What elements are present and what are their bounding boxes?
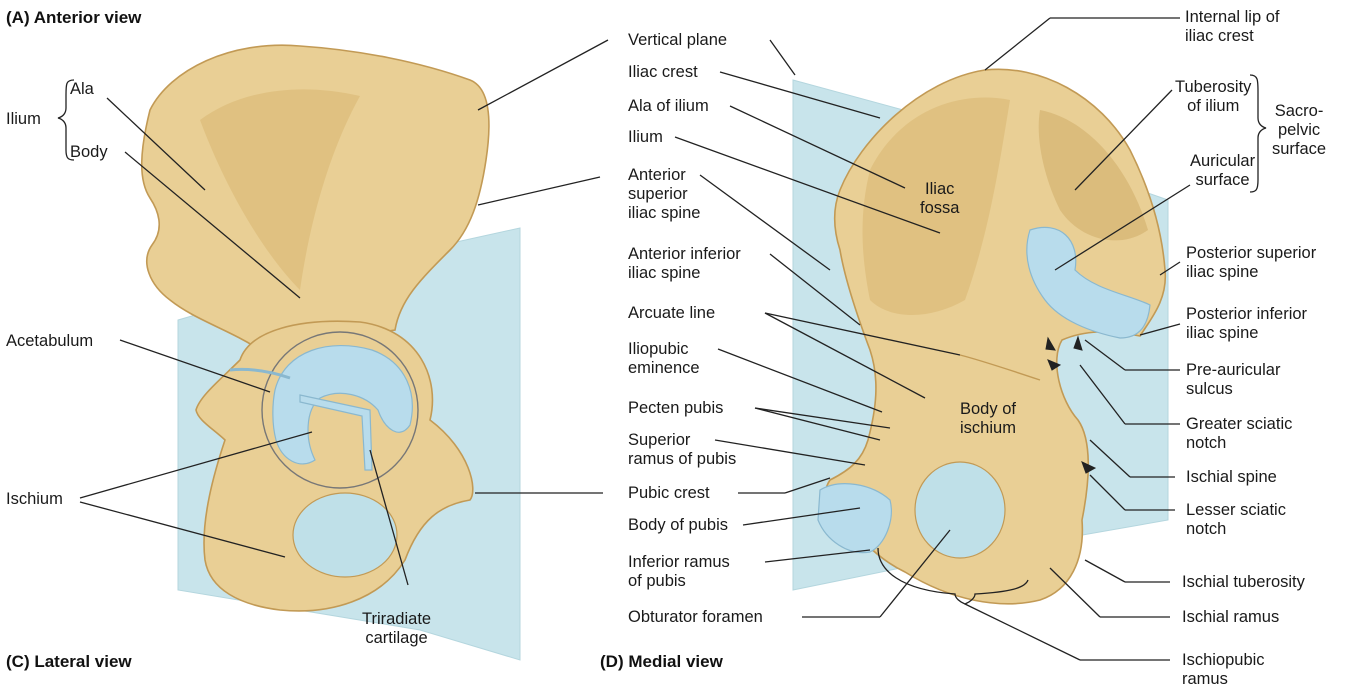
- label-ischial-spine: Ischial spine: [1186, 468, 1277, 487]
- label-triradiate-cartilage: Triradiate cartilage: [362, 610, 431, 648]
- title-medial-view: (D) Medial view: [600, 652, 723, 672]
- label-tuberosity-of-ilium: Tuberosity of ilium: [1175, 78, 1251, 116]
- label-obturator-foramen: Obturator foramen: [628, 608, 763, 627]
- label-internal-lip-of-iliac-crest: Internal lip of iliac crest: [1185, 8, 1279, 46]
- label-auricular-surface: Auricular surface: [1190, 152, 1255, 190]
- label-ischium: Ischium: [6, 490, 63, 509]
- label-sacropelvic-surface: Sacro- pelvic surface: [1272, 102, 1326, 159]
- title-anterior-view: (A) Anterior view: [6, 8, 141, 28]
- label-iliac-fossa: Iliac fossa: [920, 180, 959, 218]
- label-pecten-pubis: Pecten pubis: [628, 399, 723, 418]
- label-anterior-inferior-iliac-spine: Anterior inferior iliac spine: [628, 245, 741, 283]
- label-acetabulum: Acetabulum: [6, 332, 93, 351]
- label-ilium-medial: Ilium: [628, 128, 663, 147]
- label-inferior-ramus-of-pubis: Inferior ramus of pubis: [628, 553, 730, 591]
- label-greater-sciatic-notch: Greater sciatic notch: [1186, 415, 1292, 453]
- label-pubic-crest: Pubic crest: [628, 484, 710, 503]
- label-body: Body: [70, 143, 108, 162]
- label-iliopubic-eminence: Iliopubic eminence: [628, 340, 700, 378]
- label-posterior-inferior-iliac-spine: Posterior inferior iliac spine: [1186, 305, 1307, 343]
- left-obturator-foramen: [293, 493, 397, 577]
- label-ala-of-ilium: Ala of ilium: [628, 97, 709, 116]
- label-arcuate-line: Arcuate line: [628, 304, 715, 323]
- label-superior-ramus-of-pubis: Superior ramus of pubis: [628, 431, 736, 469]
- label-body-of-ischium: Body of ischium: [960, 400, 1016, 438]
- label-vertical-plane: Vertical plane: [628, 31, 727, 50]
- medial-obturator-foramen: [915, 462, 1005, 558]
- title-lateral-view: (C) Lateral view: [6, 652, 132, 672]
- label-ischial-tuberosity: Ischial tuberosity: [1182, 573, 1305, 592]
- label-ischiopubic-ramus: Ischiopubic ramus: [1182, 651, 1265, 689]
- label-body-of-pubis: Body of pubis: [628, 516, 728, 535]
- label-posterior-superior-iliac-spine: Posterior superior iliac spine: [1186, 244, 1316, 282]
- label-ilium: Ilium: [6, 110, 41, 129]
- label-iliac-crest: Iliac crest: [628, 63, 698, 82]
- label-ala: Ala: [70, 80, 94, 99]
- label-anterior-superior-iliac-spine: Anterior superior iliac spine: [628, 166, 700, 223]
- label-pre-auricular-sulcus: Pre-auricular sulcus: [1186, 361, 1280, 399]
- label-lesser-sciatic-notch: Lesser sciatic notch: [1186, 501, 1286, 539]
- label-ischial-ramus: Ischial ramus: [1182, 608, 1279, 627]
